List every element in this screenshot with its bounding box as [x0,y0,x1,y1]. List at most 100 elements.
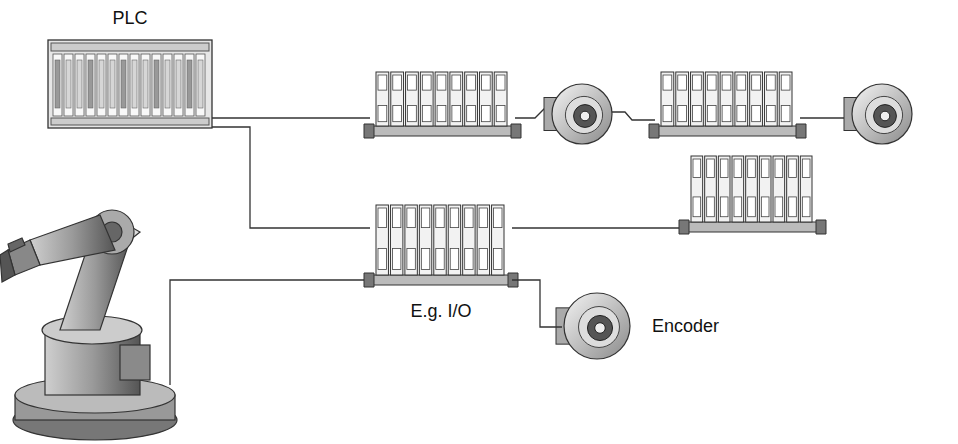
drawing-stroke [187,60,192,108]
drawing-stroke [143,60,148,108]
drawing-stroke [789,159,797,177]
drawing-stroke [766,105,775,121]
drawing-stroke [802,159,810,177]
drawing-stroke [435,72,448,126]
drawing-stroke [378,208,386,228]
drawing-stroke [663,105,672,121]
drawing-stroke [481,75,490,90]
drawing-stroke [185,54,194,116]
drawing-stroke [722,105,731,121]
drawing-stroke [564,293,630,359]
drawing-stroke [390,205,402,275]
drawing-stroke [364,124,374,138]
drawing-stroke [737,75,746,90]
drawing-stroke [407,248,415,269]
drawing-stroke [408,75,417,90]
drawing-stroke [121,60,126,108]
drawing-stroke [693,197,701,217]
drawing-stroke [773,156,785,222]
encoder-box: Encoder [562,291,634,363]
drawing-stroke [579,307,620,348]
drawing-stroke [452,105,461,121]
encoder-icon [556,293,630,359]
drawing-stroke [51,118,209,125]
drawing-stroke [75,54,84,116]
drawing-stroke [737,105,746,121]
drawing-stroke [734,197,742,217]
drawing-stroke [595,323,606,334]
drawing-stroke [479,248,487,269]
drawing-stroke [552,84,612,144]
drawing-stroke [802,197,810,217]
drawing-stroke [720,159,728,177]
drawing-stroke [781,105,790,121]
drawing-stroke [693,159,701,177]
drawing-stroke [796,124,806,138]
drawing-stroke [370,275,512,285]
drawing-stroke [420,72,433,126]
drawing-stroke [450,72,463,126]
drawing-stroke [97,54,106,116]
drawing-stroke [649,124,659,138]
drawing-stroke [64,54,73,116]
drawing-stroke [693,105,702,121]
drawing-stroke [165,60,170,108]
node-label: E.g. I/O [410,301,471,323]
drawing-stroke [437,105,446,121]
drawing-stroke [565,96,602,133]
io-module-box: E.g. I/O [370,205,512,287]
drawing-stroke [661,72,674,126]
drawing-stroke [198,60,203,108]
drawing-stroke [421,208,429,228]
drawing-stroke [450,208,458,228]
drawing-stroke [766,75,775,90]
drawing-stroke [421,248,429,269]
drawing-stroke [393,75,402,90]
drawing-stroke [748,197,756,217]
bus-wire [170,108,852,385]
drawing-stroke [419,205,431,275]
drawing-stroke [789,197,797,217]
drawing-stroke [53,54,62,116]
drawing-stroke [492,205,504,275]
drawing-stroke [154,60,159,108]
drawing-stroke [752,75,761,90]
drawing-stroke [408,105,417,121]
drawing-stroke [707,159,715,177]
drawing-stroke [467,105,476,121]
drawing-stroke [748,159,756,177]
drawing-stroke [108,54,117,116]
drawing-stroke [679,220,689,234]
drawing-stroke [852,84,912,144]
robot-arm [0,210,177,440]
drawing-stroke [378,75,387,90]
plc-box: PLC [48,40,212,128]
drawing-stroke [452,75,461,90]
drawing-stroke [874,105,897,128]
drawing-stroke [705,72,718,126]
io-rack [649,72,806,138]
drawing-stroke [88,60,93,108]
drawing-stroke [750,72,763,126]
drawing-stroke [370,126,515,136]
drawing-stroke [392,248,400,269]
drawing-stroke [376,72,389,126]
drawing-stroke [176,60,181,108]
drawing-stroke [364,273,374,287]
drawing-stroke [393,105,402,121]
drawing-stroke [707,75,716,90]
drawing-stroke [494,208,502,228]
drawing-stroke [376,205,388,275]
drawing-stroke [422,105,431,121]
drawing-stroke [55,60,60,108]
drawing-stroke [163,54,172,116]
io-rack [679,156,826,234]
drawing-stroke [693,75,702,90]
drawing-stroke [691,156,703,222]
drawing-stroke [779,72,792,126]
plc-rack [48,40,212,128]
drawing-stroke [378,105,387,121]
drawing-stroke [865,96,902,133]
